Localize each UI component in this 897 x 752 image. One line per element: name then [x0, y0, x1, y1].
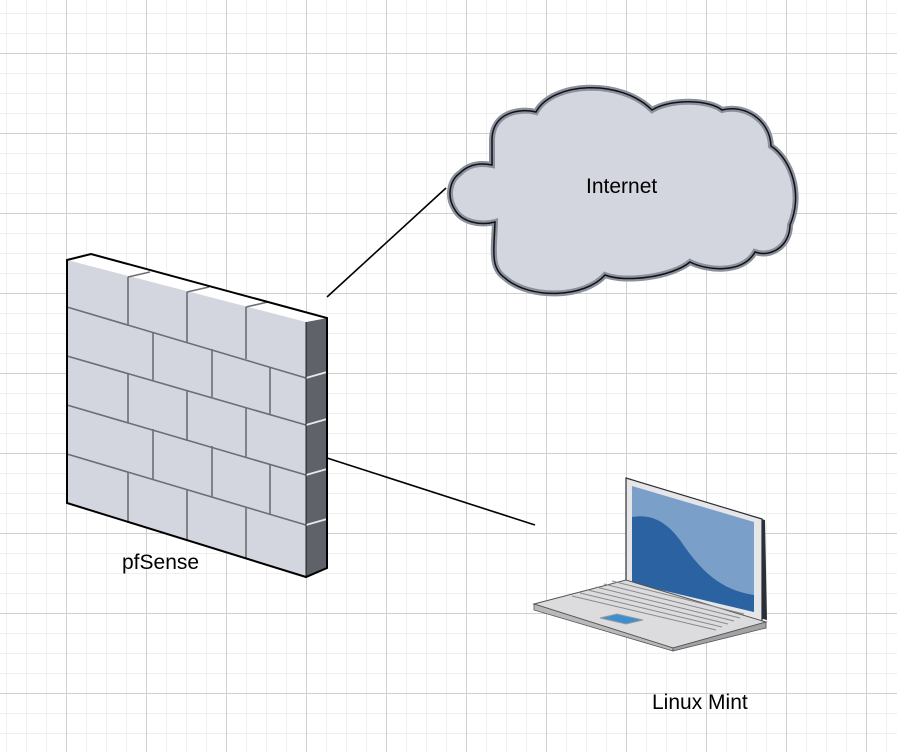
cloud-icon[interactable]	[446, 84, 799, 297]
node-label-pfsense: pfSense	[122, 551, 200, 574]
laptop-icon[interactable]	[532, 477, 768, 652]
node-label-linux-mint: Linux Mint	[652, 691, 748, 714]
node-label-internet: Internet	[586, 175, 658, 198]
edge-pfsense-internet[interactable]	[326, 187, 447, 298]
firewall-icon[interactable]	[66, 252, 328, 579]
edge-pfsense-linux-mint[interactable]	[326, 457, 536, 526]
